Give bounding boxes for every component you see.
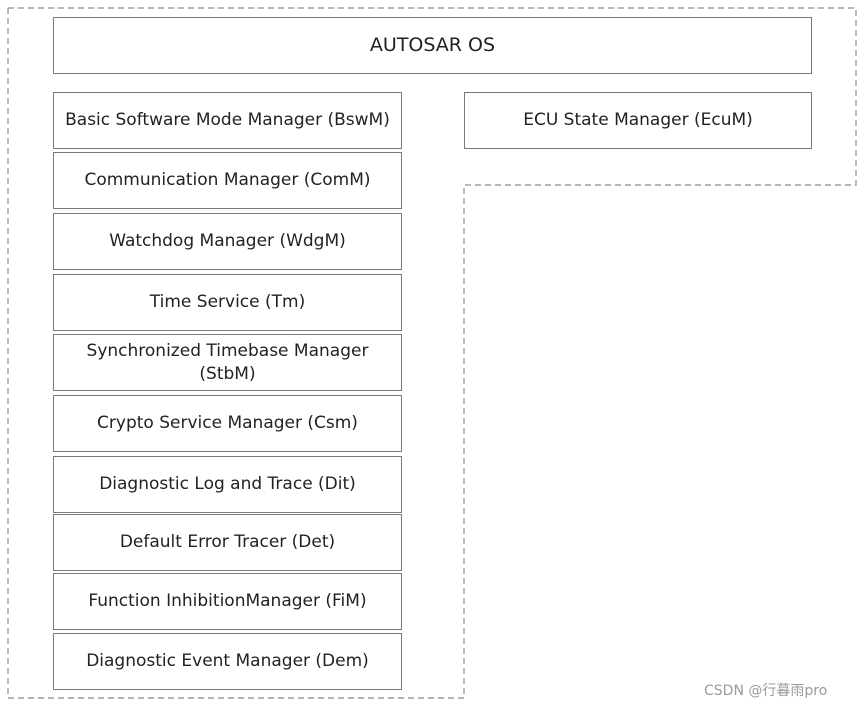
module-label: Diagnostic Event Manager (Dem): [86, 651, 369, 672]
module-box-det: Default Error Tracer (Det): [53, 514, 402, 571]
module-box-fim: Function InhibitionManager (FiM): [53, 573, 402, 630]
module-label: Function InhibitionManager (FiM): [88, 591, 367, 612]
module-label: Watchdog Manager (WdgM): [109, 231, 346, 252]
module-box-comm: Communication Manager (ComM): [53, 152, 402, 209]
autosar-os-label: AUTOSAR OS: [369, 33, 496, 56]
module-label: Diagnostic Log and Trace (Dit): [99, 474, 356, 495]
module-label: Default Error Tracer (Det): [119, 532, 336, 553]
autosar-os-box: AUTOSAR OS: [53, 17, 812, 74]
module-label: Crypto Service Manager (Csm): [97, 413, 358, 434]
module-box-wdgm: Watchdog Manager (WdgM): [53, 213, 402, 270]
module-label: Synchronized Timebase Manager (StbM): [86, 340, 369, 384]
dashed-boundary: [7, 7, 857, 699]
ecu-state-manager-label: ECU State Manager (EcuM): [523, 110, 753, 131]
module-box-dem: Diagnostic Event Manager (Dem): [53, 633, 402, 690]
module-box-bswm: Basic Software Mode Manager (BswM): [53, 92, 402, 149]
module-box-dit: Diagnostic Log and Trace (Dit): [53, 456, 402, 513]
module-box-csm: Crypto Service Manager (Csm): [53, 395, 402, 452]
module-label: Basic Software Mode Manager (BswM): [65, 110, 390, 131]
module-label: Time Service (Tm): [149, 292, 306, 313]
watermark-text: CSDN @行暮雨pro: [704, 683, 828, 699]
ecu-state-manager-box: ECU State Manager (EcuM): [464, 92, 812, 149]
module-label: Communication Manager (ComM): [84, 170, 371, 191]
module-box-stbm: Synchronized Timebase Manager (StbM): [53, 334, 402, 391]
module-box-tm: Time Service (Tm): [53, 274, 402, 331]
